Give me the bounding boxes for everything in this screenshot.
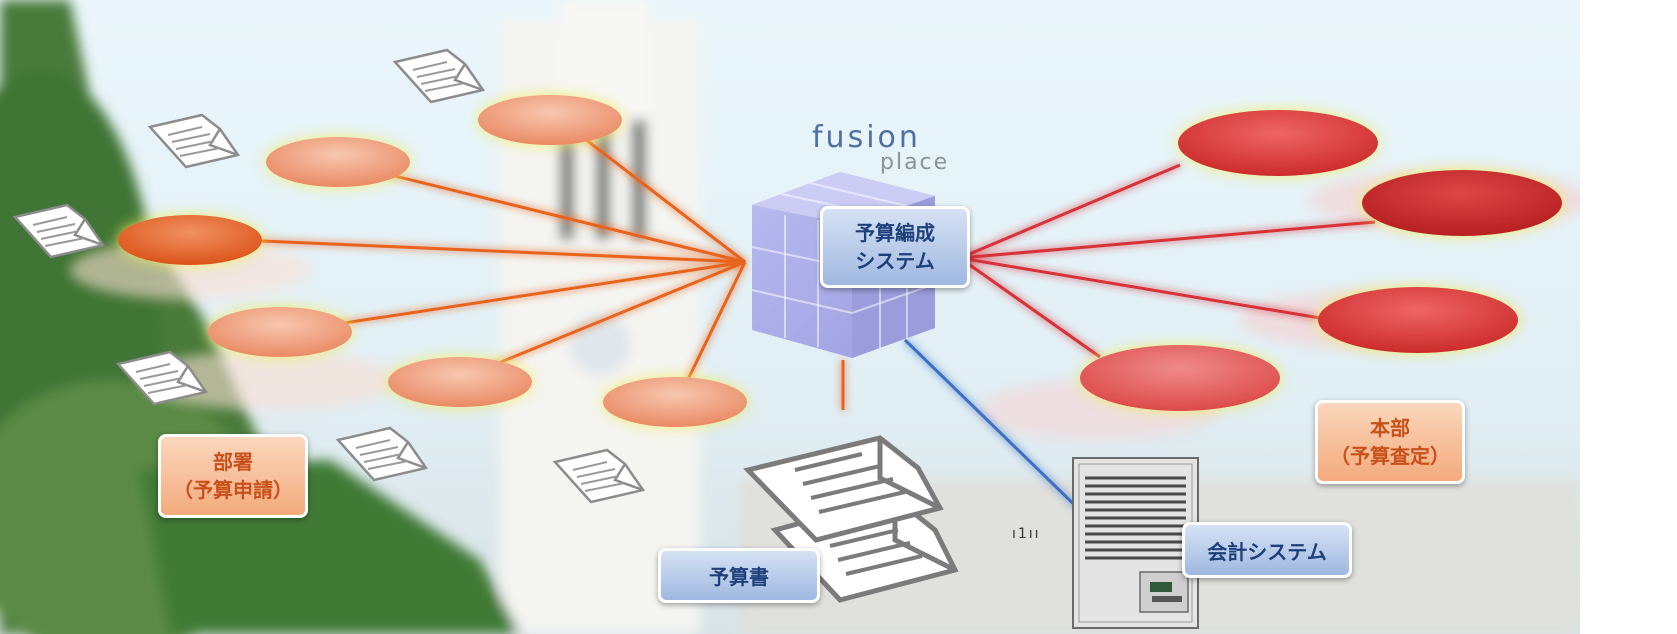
department-node <box>266 137 410 187</box>
department-node <box>118 215 262 265</box>
budget-documents-icon <box>743 435 959 603</box>
department-node <box>603 377 747 427</box>
logo-fusion-text: fusion <box>812 120 921 155</box>
background-clock <box>570 315 630 375</box>
connector-dept-3 <box>239 238 746 264</box>
department-label: 部署 （予算申請） <box>158 434 308 518</box>
department-node <box>388 357 532 407</box>
department-node <box>478 95 622 145</box>
document-icon <box>393 48 485 104</box>
connector-hq-2 <box>959 220 1376 260</box>
document-icon <box>13 203 105 259</box>
headquarters-label: 本部 （予算査定） <box>1315 400 1465 484</box>
connector-dept-5 <box>461 260 746 380</box>
connector-dept-4 <box>284 260 746 334</box>
document-icon <box>336 426 428 482</box>
document-icon <box>116 350 208 406</box>
logo-place-text: place <box>880 150 950 175</box>
headquarters-node <box>1080 345 1280 411</box>
server-marks-text: ı1ıı <box>1012 526 1041 542</box>
headquarters-node <box>1362 170 1562 236</box>
connector-hq-4 <box>959 256 1101 359</box>
accounting-system-label: 会計システム <box>1182 522 1352 578</box>
connector-hq-3 <box>959 256 1321 320</box>
headquarters-node <box>1178 110 1378 176</box>
headquarters-node <box>1318 287 1518 353</box>
document-icon <box>553 448 645 504</box>
diagram-canvas: fusion place 予算編成 システム 部署 （予算申請） 本部 （予算査… <box>0 0 1580 634</box>
connector-accounting <box>903 338 1092 522</box>
connector-dept-2 <box>337 160 746 264</box>
document-icon <box>148 113 240 169</box>
department-node <box>208 307 352 357</box>
budget-document-label: 予算書 <box>658 548 820 603</box>
connector-hq-1 <box>959 163 1181 260</box>
central-system-label: 予算編成 システム <box>820 206 970 288</box>
connector-dept-6 <box>676 261 747 401</box>
server-icon <box>1072 457 1199 629</box>
